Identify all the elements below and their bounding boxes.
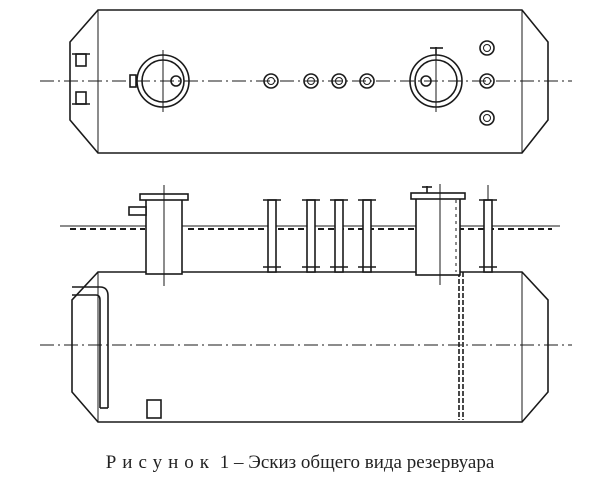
- caption-text: – Эскиз общего вида резервуара: [234, 452, 495, 473]
- manhole-neck-right: [410, 184, 466, 285]
- top-view: [40, 9, 572, 154]
- nozzles-right-column: [479, 40, 495, 126]
- pipe-stubs-left: [72, 53, 90, 105]
- nozzles-row: [263, 73, 375, 89]
- inlet-pipe: [72, 286, 109, 409]
- caption-lead: Рисунок: [105, 452, 216, 473]
- side-view: [40, 184, 572, 423]
- tank-body: [71, 271, 549, 423]
- bottom-sump: [146, 399, 162, 419]
- manhole-right: [409, 47, 463, 112]
- manhole-neck-left: [128, 185, 189, 286]
- figure-caption: Рисунок 1 – Эскиз общего вида резервуара: [0, 452, 600, 474]
- riser-1: [263, 199, 281, 273]
- riser-2: [302, 199, 320, 273]
- manhole-left: [129, 50, 190, 112]
- riser-pipes: [263, 185, 497, 273]
- riser-3: [330, 199, 348, 273]
- riser-5: [479, 185, 497, 273]
- tank-sketch-drawing: [40, 9, 572, 423]
- caption-number: 1: [219, 452, 230, 473]
- riser-4: [358, 199, 376, 273]
